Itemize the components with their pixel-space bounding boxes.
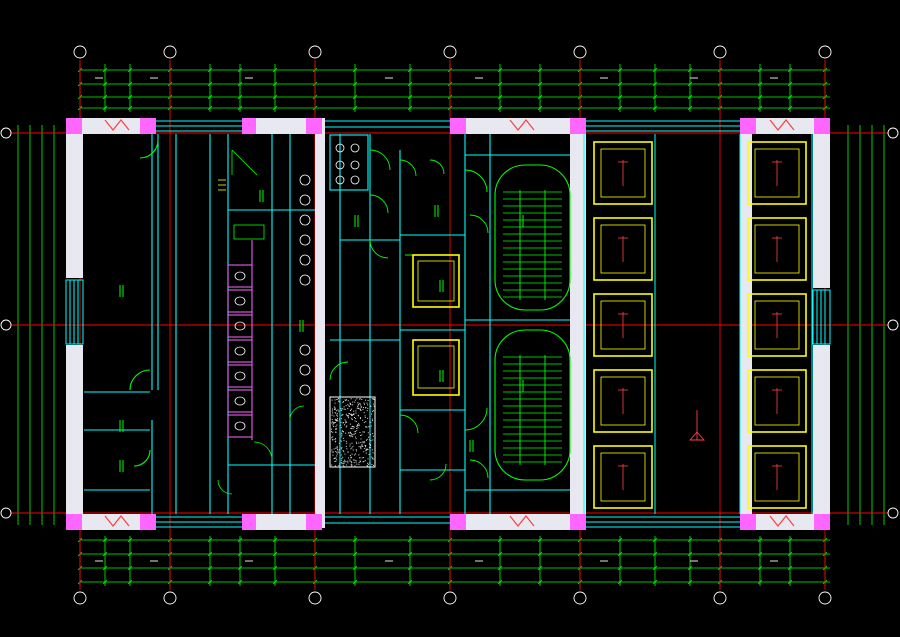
left-corridor — [84, 134, 211, 514]
stairwell-upper — [494, 164, 571, 311]
restroom-block — [217, 134, 341, 514]
central-elevators — [412, 254, 460, 396]
dimension-text-marks — [95, 77, 778, 562]
grid-bubbles-bottom — [73, 591, 832, 605]
right-elevator-bank — [739, 134, 813, 514]
grid-bubbles-left — [0, 127, 12, 519]
stair-core-doors — [464, 169, 489, 479]
grid-bubbles-right — [887, 127, 899, 519]
window-openings — [65, 120, 831, 528]
stairwell-lower — [494, 329, 571, 481]
cad-label-marks — [119, 190, 524, 472]
stair-core-walls — [464, 134, 570, 514]
lobby-annotations — [689, 410, 705, 441]
column-markers — [66, 118, 830, 530]
wall-hatch-marks — [104, 119, 795, 527]
service-rooms — [329, 134, 465, 514]
outer-walls — [66, 118, 830, 530]
left-elevator-bank — [583, 134, 656, 514]
equipment-pad — [329, 396, 376, 468]
grid-bubbles-top — [73, 45, 832, 59]
